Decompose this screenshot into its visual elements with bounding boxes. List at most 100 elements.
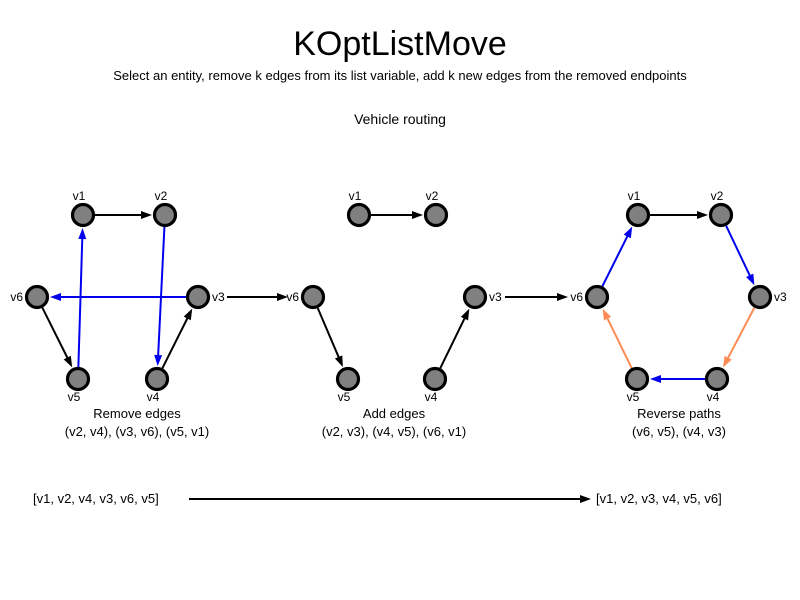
edge-line-v2-v3 [725, 225, 752, 278]
panel-caption-title-add: Add edges [363, 406, 426, 421]
node-circle[interactable] [624, 366, 650, 392]
node-circle[interactable] [704, 366, 730, 392]
node-circle[interactable] [423, 202, 449, 228]
page-title: KOptListMove [293, 25, 507, 63]
edge-arrowhead-v3-v6 [50, 293, 61, 301]
node-remove-v3[interactable]: v3 [185, 284, 226, 310]
node-reverse-v4[interactable]: v4 [704, 366, 730, 405]
edge-reverse-v2-v3 [725, 225, 755, 286]
node-label-v1: v1 [628, 189, 641, 203]
node-circle[interactable] [747, 284, 773, 310]
edge-reverse-v5-v6 [602, 308, 633, 369]
node-circle[interactable] [300, 284, 326, 310]
node-circle[interactable] [422, 366, 448, 392]
node-reverse-v5[interactable]: v5 [624, 366, 650, 405]
list-row-layer: [v1, v2, v4, v3, v6, v5][v1, v2, v3, v4,… [33, 491, 722, 506]
edge-line-v5-v6 [605, 316, 633, 369]
panel-caption-detail-add: (v2, v3), (v4, v5), (v6, v1) [322, 424, 466, 439]
node-circle[interactable] [625, 202, 651, 228]
page-subtitle: Select an entity, remove k edges from it… [113, 68, 687, 83]
node-circle[interactable] [335, 366, 361, 392]
node-circle[interactable] [584, 284, 610, 310]
node-circle[interactable] [144, 366, 170, 392]
edge-add-v1-v2 [371, 211, 423, 219]
list-transform-arrow [189, 495, 591, 503]
node-circle[interactable] [708, 202, 734, 228]
node-add-v6[interactable]: v6 [286, 284, 326, 310]
node-reverse-v6[interactable]: v6 [570, 284, 610, 310]
node-label-v4: v4 [707, 390, 720, 404]
node-circle[interactable] [462, 284, 488, 310]
panel-caption-detail-reverse: (v6, v5), (v4, v3) [632, 424, 726, 439]
edge-arrowhead-v6-v1 [623, 226, 633, 239]
node-label-v4: v4 [147, 390, 160, 404]
edge-line-v4-v3 [161, 316, 189, 369]
edge-remove-v5-v1 [77, 227, 87, 368]
edge-remove-v6-v5 [41, 307, 73, 368]
panel-caption-detail-remove: (v2, v4), (v3, v6), (v5, v1) [65, 424, 209, 439]
node-circle[interactable] [24, 284, 50, 310]
node-circle[interactable] [65, 366, 91, 392]
flow-1-arrowhead [277, 293, 288, 301]
node-add-v2[interactable]: v2 [423, 189, 449, 228]
panel-caption-title-reverse: Reverse paths [637, 406, 721, 421]
node-label-v5: v5 [338, 390, 351, 404]
node-reverse-v3[interactable]: v3 [747, 284, 788, 310]
flow-1 [227, 293, 288, 301]
node-circle[interactable] [70, 202, 96, 228]
node-add-v4[interactable]: v4 [422, 366, 448, 405]
node-label-v1: v1 [73, 189, 86, 203]
edge-reverse-v6-v1 [601, 226, 633, 287]
nodes-layer: v1 v2 v6 v3 v5 v4 v1 v2 v6 v3 v5 v4 v1 v2 v6 v3 v5 v4 [10, 189, 787, 404]
edge-arrowhead-v5-v1 [78, 227, 87, 240]
node-add-v5[interactable]: v5 [335, 366, 361, 405]
node-remove-v5[interactable]: v5 [65, 366, 91, 405]
section-label: Vehicle routing [354, 111, 446, 127]
edge-arrowhead-v4-v5 [650, 375, 661, 383]
node-label-v6: v6 [10, 290, 23, 304]
edge-reverse-v4-v5 [650, 375, 705, 383]
node-remove-v4[interactable]: v4 [144, 366, 170, 405]
node-circle[interactable] [152, 202, 178, 228]
edge-add-v4-v3 [439, 308, 470, 369]
node-label-v3: v3 [489, 290, 502, 304]
edge-remove-v4-v3 [161, 308, 193, 369]
node-remove-v6[interactable]: v6 [10, 284, 50, 310]
node-remove-v2[interactable]: v2 [152, 189, 178, 228]
edge-arrowhead-v4-v3 [183, 308, 193, 321]
node-label-v1: v1 [349, 189, 362, 203]
node-reverse-v2[interactable]: v2 [708, 189, 734, 228]
edge-arrowhead-v3-v4 [723, 355, 732, 368]
edge-line-v6-v5 [316, 307, 341, 359]
edge-line-v3-v4 [726, 307, 756, 360]
edge-remove-v2-v4 [154, 226, 166, 367]
node-add-v1[interactable]: v1 [346, 189, 372, 228]
flow-2-arrowhead [557, 293, 568, 301]
edge-reverse-v1-v2 [650, 211, 708, 219]
node-circle[interactable] [346, 202, 372, 228]
edge-remove-v3-v6 [50, 293, 186, 301]
edge-line-v5-v1 [77, 237, 84, 368]
node-label-v2: v2 [711, 189, 724, 203]
node-label-v6: v6 [570, 290, 583, 304]
node-label-v2: v2 [155, 189, 168, 203]
panel-caption-title-remove: Remove edges [93, 406, 181, 421]
edge-arrowhead-v2-v3 [746, 273, 755, 286]
node-add-v3[interactable]: v3 [462, 284, 503, 310]
edge-add-v6-v5 [316, 307, 343, 368]
edge-line-v6-v1 [601, 234, 629, 287]
node-reverse-v1[interactable]: v1 [625, 189, 651, 228]
node-label-v5: v5 [627, 390, 640, 404]
edge-arrowhead-v1-v2 [141, 211, 152, 219]
edge-arrowhead-v1-v2 [697, 211, 708, 219]
node-circle[interactable] [185, 284, 211, 310]
node-remove-v1[interactable]: v1 [70, 189, 96, 228]
edges-layer [41, 211, 756, 383]
edge-line-v6-v5 [41, 307, 69, 360]
edge-line-v4-v3 [439, 316, 467, 369]
edge-arrowhead-v6-v5 [334, 355, 343, 368]
edge-arrowhead-v1-v2 [412, 211, 423, 219]
list-before: [v1, v2, v4, v3, v6, v5] [33, 491, 159, 506]
edge-reverse-v3-v4 [723, 307, 756, 368]
